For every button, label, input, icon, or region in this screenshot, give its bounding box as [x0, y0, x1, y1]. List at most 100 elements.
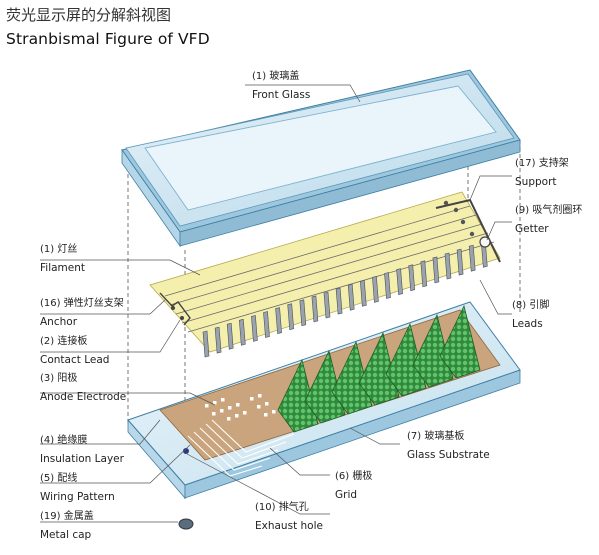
front-glass-part: [121, 69, 521, 248]
label-leads-en: Leads: [512, 318, 543, 330]
lead-pin: [214, 326, 222, 354]
label-anode-electrode-en: Anode Electrode: [40, 391, 127, 403]
label-grid: (6) 栅极 Grid: [335, 470, 372, 502]
label-metal-cap-num: (19): [40, 511, 61, 522]
label-exhaust-hole-cn: 排气孔: [278, 502, 309, 513]
lead-pin: [456, 248, 464, 276]
label-glass-substrate-en: Glass Substrate: [407, 449, 490, 461]
label-glass-substrate-num: (7): [407, 431, 422, 442]
label-metal-cap: (19) 金属盖 Metal cap: [40, 510, 94, 542]
label-wiring-pattern-en: Wiring Pattern: [40, 491, 115, 503]
grid-segment: [304, 349, 346, 424]
label-filament-num: (1): [40, 244, 55, 255]
diagram-title-chinese: 荧光显示屏的分解斜视图: [6, 6, 172, 24]
lead-pin: [263, 311, 270, 338]
grid-segment: [277, 358, 319, 433]
lead-pin: [202, 330, 210, 358]
lead-pin: [335, 287, 343, 315]
lead-pin: [226, 322, 234, 350]
label-filament-en: Filament: [40, 262, 86, 274]
label-anchor: (16) 弹性灯丝支架 Anchor: [40, 297, 124, 329]
label-support: (17) 支持架 Support: [515, 157, 569, 189]
filament-wires: [164, 205, 495, 333]
label-grid-cn: 栅极: [352, 471, 373, 482]
leader-lines: [40, 84, 512, 523]
label-filament-cn: 灯丝: [57, 244, 78, 255]
lead-pin: [444, 252, 452, 280]
grid-segment: [439, 304, 481, 379]
label-exhaust-hole: (10) 排气孔 Exhaust hole: [255, 501, 323, 533]
lead-pin: [420, 260, 428, 288]
label-leads: (8) 引脚 Leads: [512, 299, 549, 331]
anode-dot-pattern: [205, 394, 276, 421]
grid-segment: [385, 322, 427, 397]
label-getter-cn: 吸气剂圈环: [532, 205, 583, 216]
anchor-clip: [159, 292, 191, 326]
metal-cap-part: [178, 518, 194, 530]
lead-pin: [251, 315, 258, 342]
label-contact-lead-cn: 连接板: [57, 336, 88, 347]
label-getter-num: (9): [515, 205, 530, 216]
label-insulation-layer-num: (4): [40, 435, 55, 446]
label-glass-substrate-cn: 玻璃基板: [424, 431, 465, 442]
lead-pins: [202, 240, 488, 358]
lead-pin: [347, 283, 355, 311]
label-getter: (9) 吸气剂圈环 Getter: [515, 204, 582, 236]
lead-pin: [396, 268, 403, 295]
lead-pin: [432, 256, 440, 284]
label-metal-cap-cn: 金属盖: [63, 511, 94, 522]
label-anchor-cn: 弹性灯丝支架: [63, 298, 124, 309]
label-metal-cap-en: Metal cap: [40, 529, 92, 541]
exhaust-hole-dot: [183, 448, 189, 454]
label-grid-num: (6): [335, 471, 350, 482]
label-anchor-en: Anchor: [40, 316, 78, 328]
label-glass-substrate: (7) 玻璃基板 Glass Substrate: [407, 430, 490, 462]
label-anode-electrode-num: (3): [40, 373, 55, 384]
lead-pin: [468, 244, 476, 272]
grid-segment: [358, 331, 400, 406]
label-support-en: Support: [515, 176, 557, 188]
label-anchor-num: (16): [40, 298, 61, 309]
label-getter-en: Getter: [515, 223, 549, 235]
grid-segments: [277, 304, 481, 433]
label-front-glass-cn: 玻璃盖: [269, 71, 300, 82]
wiring-pattern-traces: [187, 419, 295, 477]
lead-pin: [238, 318, 246, 346]
lead-pin: [275, 307, 282, 334]
grid-segment: [331, 340, 373, 415]
label-front-glass: (1) 玻璃盖 Front Glass: [252, 70, 310, 102]
label-contact-lead-en: Contact Lead: [40, 354, 110, 366]
label-front-glass-num: (1): [252, 71, 267, 82]
label-filament: (1) 灯丝 Filament: [40, 243, 85, 275]
label-wiring-pattern-cn: 配线: [57, 473, 78, 484]
lead-pin: [408, 264, 416, 292]
label-insulation-layer: (4) 绝缘膜 Insulation Layer: [40, 434, 124, 466]
label-support-cn: 支持架: [538, 158, 569, 169]
label-anode-electrode: (3) 阳极 Anode Electrode: [40, 372, 126, 404]
label-contact-lead: (2) 连接板 Contact Lead: [40, 335, 109, 367]
lead-pin: [299, 299, 307, 327]
label-grid-en: Grid: [335, 489, 358, 501]
label-wiring-pattern-num: (5): [40, 473, 55, 484]
label-contact-lead-num: (2): [40, 336, 55, 347]
label-leads-cn: 引脚: [529, 300, 550, 311]
lead-pin: [287, 303, 295, 331]
diagram-title-english: Stranbismal Figure of VFD: [6, 30, 210, 48]
lead-pin: [311, 295, 319, 323]
label-anode-electrode-cn: 阳极: [57, 373, 78, 384]
lead-pin: [359, 279, 367, 307]
label-support-num: (17): [515, 158, 536, 169]
lead-pin: [384, 272, 391, 299]
lead-pin: [323, 291, 331, 319]
label-exhaust-hole-en: Exhaust hole: [255, 520, 323, 532]
label-front-glass-en: Front Glass: [252, 89, 311, 101]
label-leads-num: (8): [512, 300, 527, 311]
label-wiring-pattern: (5) 配线 Wiring Pattern: [40, 472, 115, 504]
label-insulation-layer-en: Insulation Layer: [40, 453, 124, 465]
filament-plate: [149, 191, 501, 353]
label-exhaust-hole-num: (10): [255, 502, 276, 513]
label-insulation-layer-cn: 绝缘膜: [57, 435, 88, 446]
lead-pin: [372, 276, 379, 303]
